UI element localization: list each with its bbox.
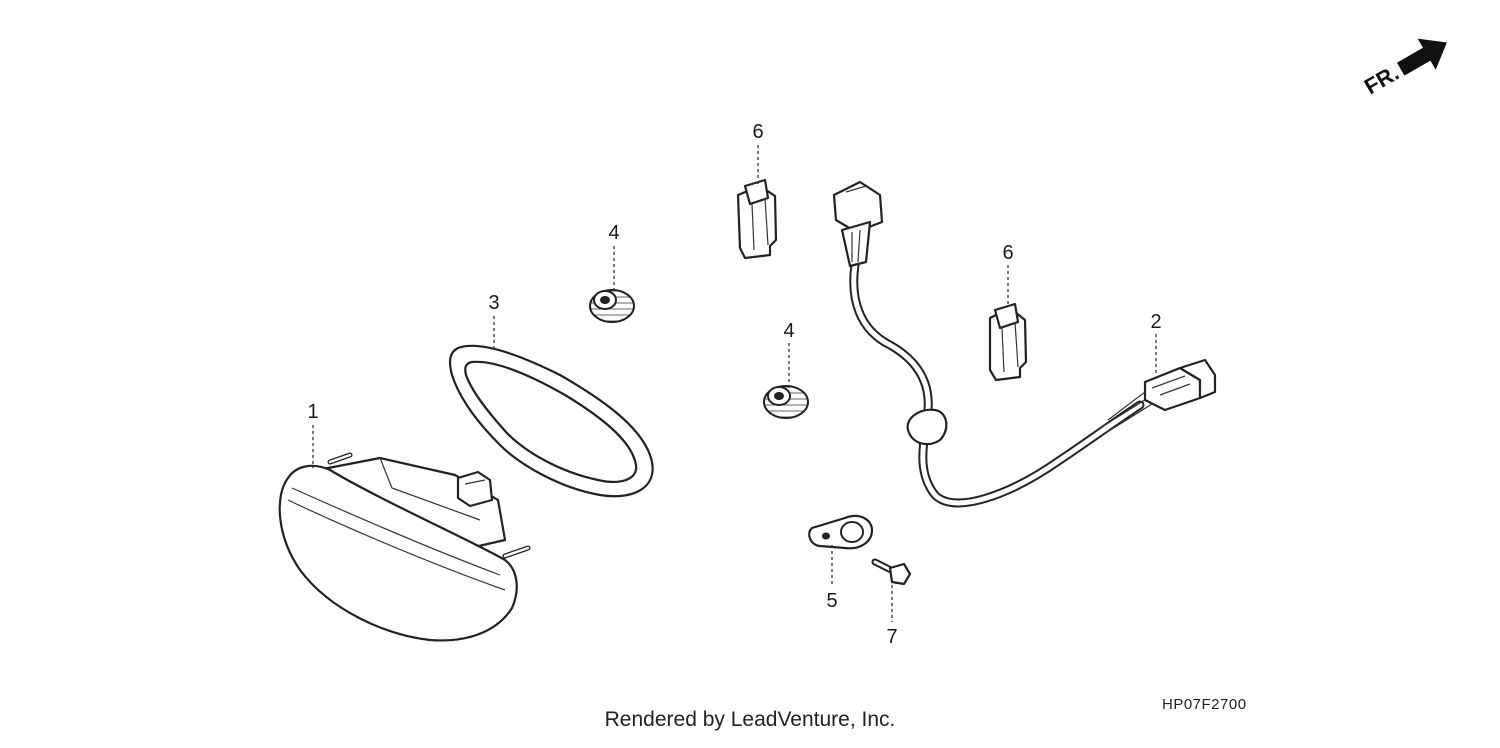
callout-5: 5: [826, 590, 837, 612]
callout-7: 7: [886, 626, 897, 648]
arrow-right-icon: [1396, 38, 1447, 76]
footer-credit: Rendered by LeadVenture, Inc.: [604, 708, 896, 731]
callout-4-lower: 4: [783, 320, 794, 342]
lens-gasket: [448, 344, 654, 498]
grommet-upper: [589, 289, 635, 323]
cable-clamp: [808, 514, 874, 550]
bulb-socket-lower: [988, 302, 1028, 382]
callout-4-upper: 4: [608, 222, 619, 244]
grommet-lower: [763, 385, 809, 419]
bulb-socket-upper: [736, 178, 778, 260]
diagram-code: HP07F2700: [1162, 696, 1247, 713]
taillight-assembly: [278, 452, 531, 642]
flange-bolt: [871, 558, 912, 586]
callout-6-upper: 6: [752, 121, 763, 143]
callout-2: 2: [1150, 311, 1161, 333]
callout-6-lower: 6: [1002, 242, 1013, 264]
callout-3: 3: [488, 292, 499, 314]
front-indicator: FR.: [1360, 38, 1447, 99]
wire-harness: [832, 180, 1217, 508]
callout-1: 1: [307, 401, 318, 423]
front-label: FR.: [1360, 60, 1403, 99]
